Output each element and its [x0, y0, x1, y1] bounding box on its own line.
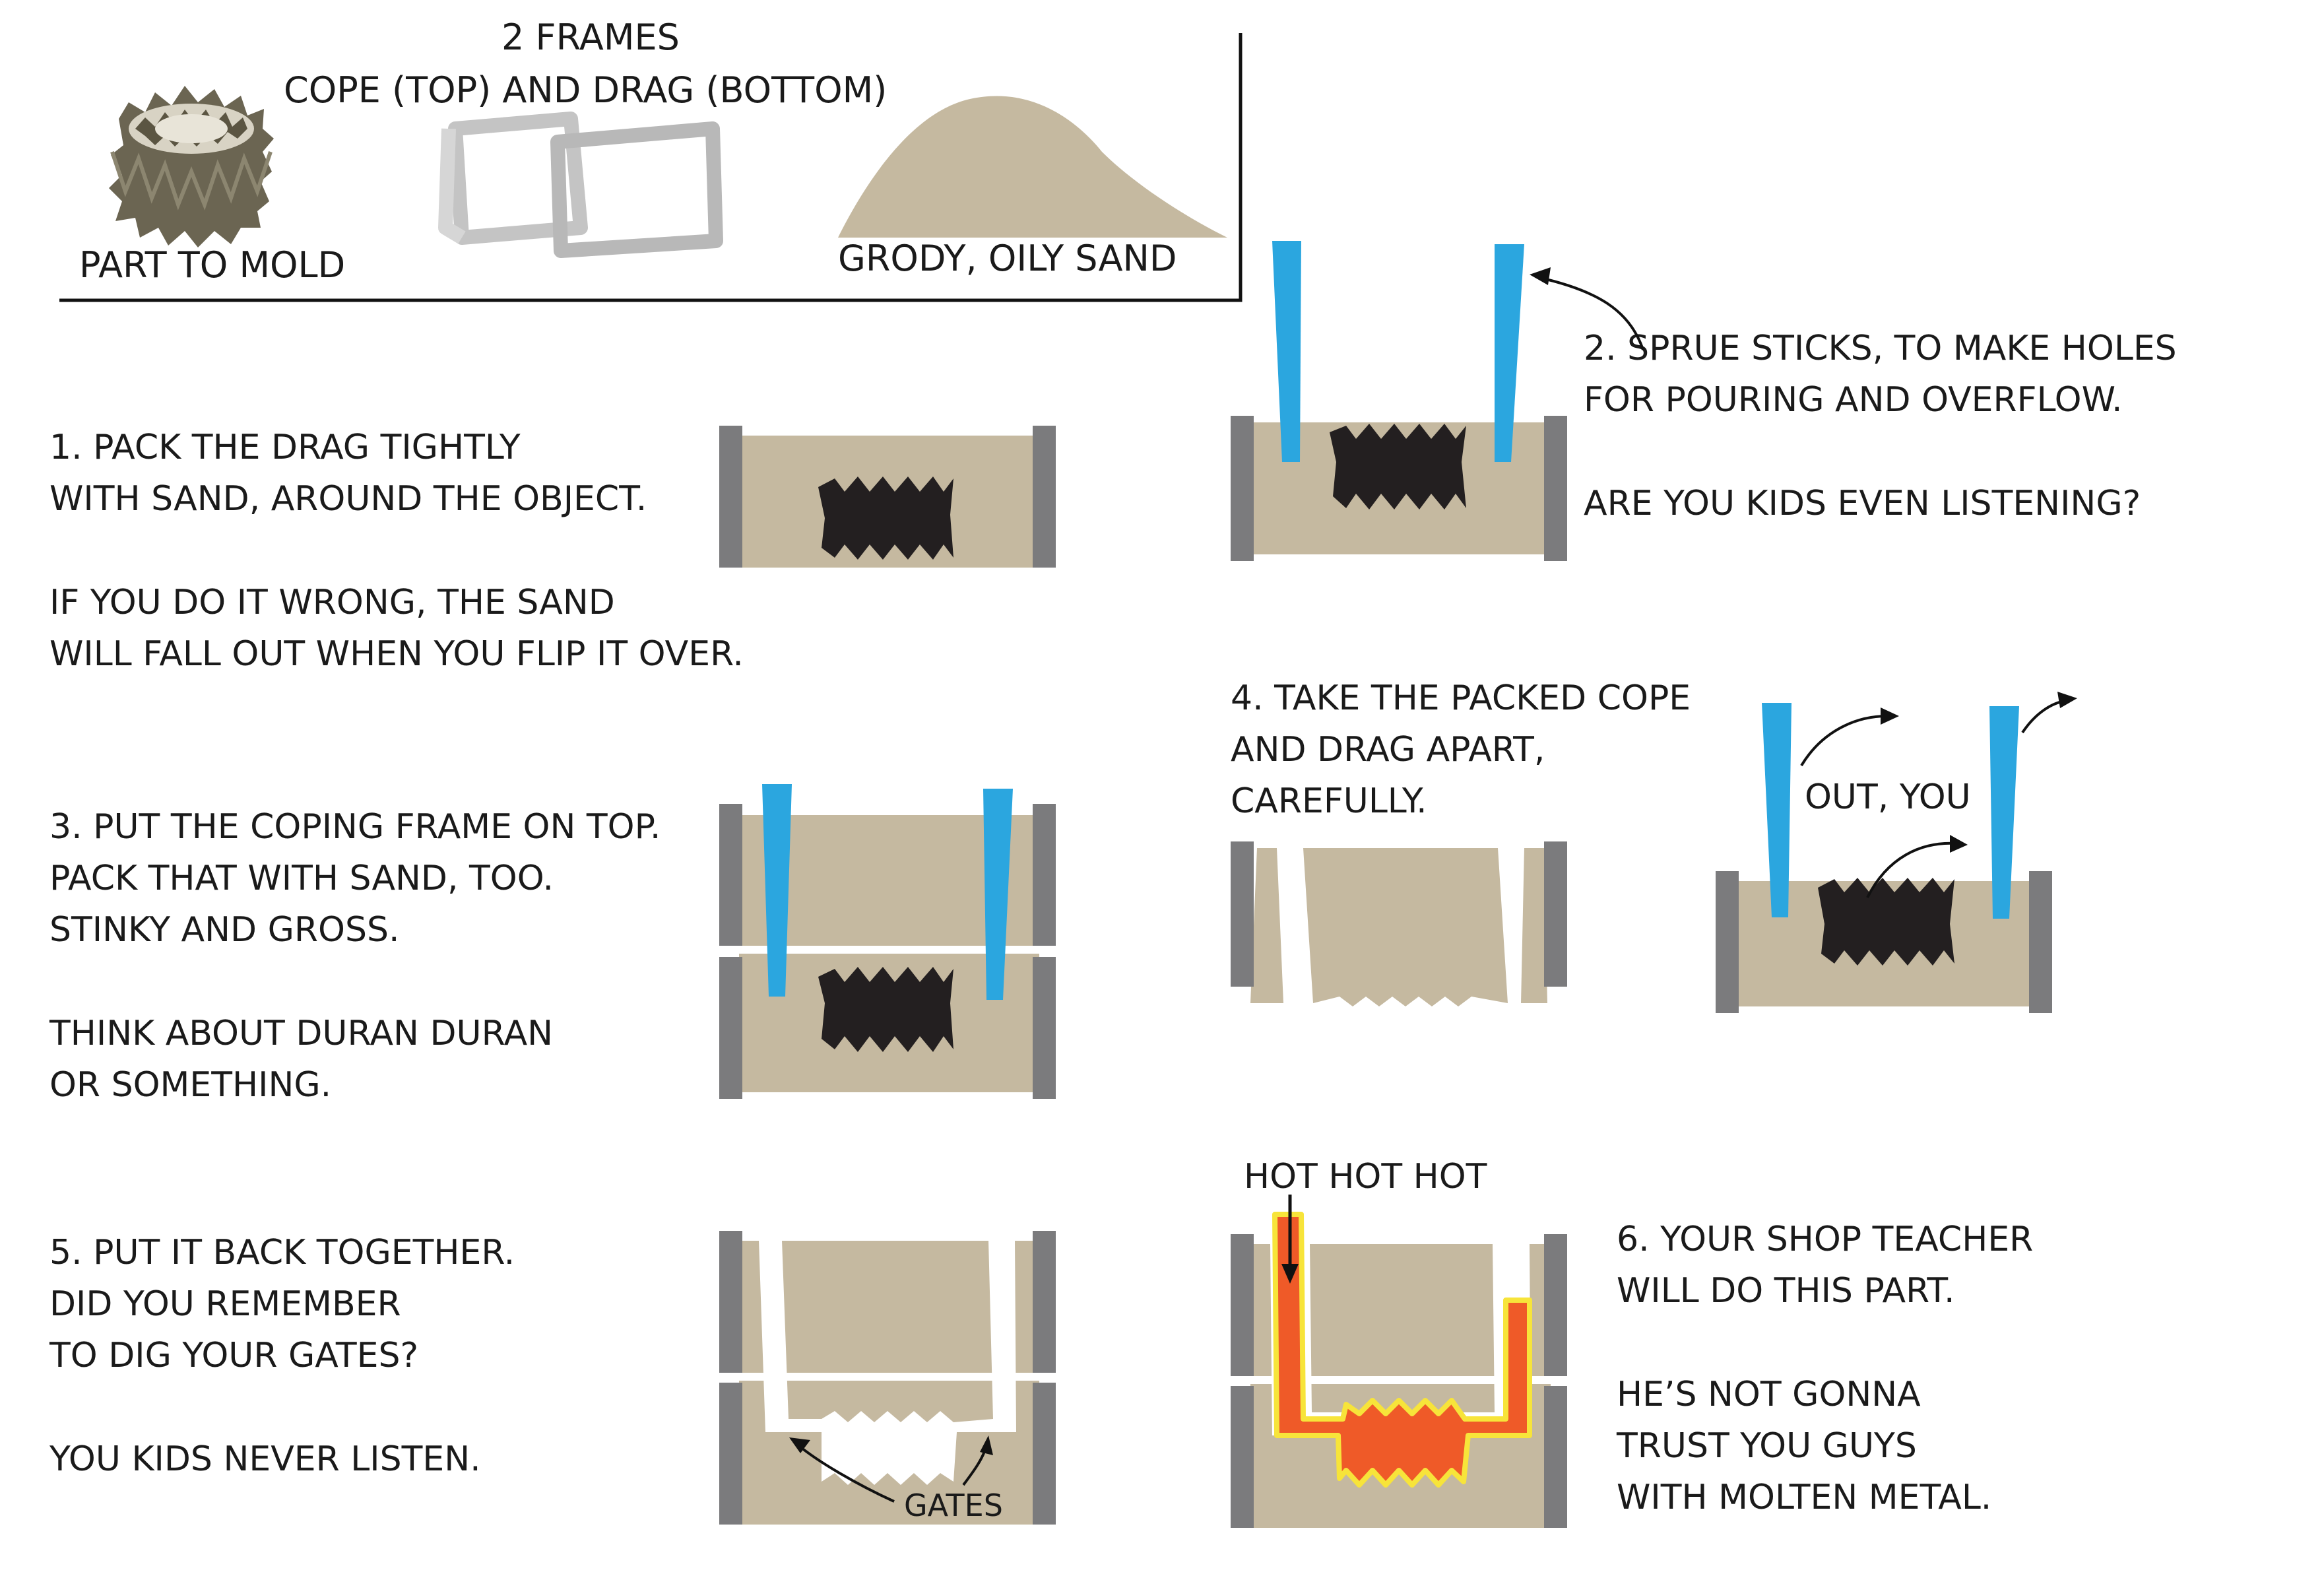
- mold-cavity: [759, 1241, 1016, 1485]
- reassembled-illustration: GATES: [719, 1231, 1056, 1525]
- frame-post: [1716, 871, 1739, 1013]
- frame-post: [1544, 841, 1567, 987]
- step6-line3: HE’S NOT GONNA: [1617, 1375, 1921, 1414]
- frame-post: [719, 1383, 742, 1525]
- frame-post: [1231, 416, 1254, 561]
- frame-post: [1033, 1231, 1056, 1373]
- header-border: [59, 33, 1243, 302]
- frames-icon: [438, 112, 723, 258]
- sprue-stick: [983, 789, 1013, 1000]
- step1-line2: WITH SAND, AROUND THE OBJECT.: [49, 479, 647, 519]
- frame-post: [1033, 957, 1056, 1099]
- step3-line2: PACK THAT WITH SAND, TOO.: [49, 859, 554, 898]
- step-2: 2. SPRUE STICKS, TO MAKE HOLES FOR POURI…: [1231, 241, 2177, 561]
- sand-pile-icon: [838, 96, 1227, 238]
- frame-post: [719, 804, 742, 946]
- drag-illustration: [719, 426, 1056, 568]
- step-5: 5. PUT IT BACK TOGETHER. DID YOU REMEMBE…: [49, 1231, 1056, 1525]
- part-silhouette: [1330, 424, 1466, 510]
- sprue-stick: [1272, 241, 1301, 462]
- step4-line3: CAREFULLY.: [1231, 781, 1427, 821]
- frame-post: [1231, 1386, 1254, 1528]
- part-silhouette: [818, 967, 953, 1052]
- hot-label: HOT HOT HOT: [1244, 1157, 1487, 1197]
- step2-line1: 2. SPRUE STICKS, TO MAKE HOLES: [1584, 329, 2177, 368]
- sprue-stick: [1762, 703, 1791, 917]
- step2-line2: FOR POURING AND OVERFLOW.: [1584, 380, 2123, 420]
- frame-post: [1544, 416, 1567, 561]
- step6-line2: WILL DO THIS PART.: [1617, 1271, 1955, 1311]
- step6-line1: 6. YOUR SHOP TEACHER: [1617, 1220, 2033, 1259]
- sprue-stick: [1495, 244, 1524, 462]
- step5-line4: YOU KIDS NEVER LISTEN.: [49, 1439, 481, 1479]
- frames-count-label: 2 FRAMES: [501, 16, 680, 58]
- frames-label: COPE (TOP) AND DRAG (BOTTOM): [284, 69, 887, 111]
- step3-line4: THINK ABOUT DURAN DURAN: [49, 1014, 553, 1053]
- sprue-illustration: [1231, 241, 1644, 561]
- cope-drag-illustration: [719, 784, 1056, 1099]
- grody-sand-label: GRODY, OILY SAND: [838, 238, 1177, 279]
- step-6: 6. YOUR SHOP TEACHER WILL DO THIS PART. …: [1231, 1157, 2033, 1528]
- molten-metal: [1272, 1212, 1532, 1488]
- step1-line4: WILL FALL OUT WHEN YOU FLIP IT OVER.: [49, 634, 744, 674]
- step-4: 4. TAKE THE PACKED COPE AND DRAG APART, …: [1231, 678, 2077, 1013]
- frame-post: [1033, 1383, 1056, 1525]
- cope-apart-illustration: [1231, 841, 1567, 1006]
- frame-post: [719, 426, 742, 568]
- step4-line1: 4. TAKE THE PACKED COPE: [1231, 678, 1691, 718]
- frame-post: [1231, 841, 1254, 987]
- step-1: 1. PACK THE DRAG TIGHTLY WITH SAND, AROU…: [49, 426, 1056, 674]
- pour-illustration: HOT HOT HOT: [1231, 1157, 1567, 1528]
- materials-header: PART TO MOLD 2 FRAMES COPE (TOP) AND DRA…: [59, 16, 1243, 302]
- step2-line3: ARE YOU KIDS EVEN LISTENING?: [1584, 484, 2141, 523]
- frame-post: [1544, 1386, 1567, 1528]
- frame-post: [1033, 426, 1056, 568]
- gates-label: GATES: [904, 1488, 1003, 1523]
- step5-line1: 5. PUT IT BACK TOGETHER.: [49, 1233, 515, 1272]
- frame-post: [719, 957, 742, 1099]
- step6-line5: WITH MOLTEN METAL.: [1617, 1478, 1991, 1517]
- part-silhouette: [1818, 878, 1954, 966]
- step3-line5: OR SOMETHING.: [49, 1065, 331, 1105]
- step4-line2: AND DRAG APART,: [1231, 730, 1545, 770]
- part-silhouette: [818, 477, 953, 560]
- step5-line3: TO DIG YOUR GATES?: [49, 1336, 418, 1375]
- drag-with-sticks-illustration: OUT, YOU: [1716, 692, 2077, 1013]
- frame-post: [719, 1231, 742, 1373]
- step3-line1: 3. PUT THE COPING FRAME ON TOP.: [49, 807, 661, 847]
- out-you-label: OUT, YOU: [1805, 777, 1971, 817]
- frame-post: [2029, 871, 2052, 1013]
- frame-post: [1544, 1234, 1567, 1376]
- frame-post: [1231, 1234, 1254, 1376]
- step1-line1: 1. PACK THE DRAG TIGHTLY: [49, 428, 521, 467]
- sprue-stick: [762, 784, 792, 997]
- gear-part-icon: [109, 86, 274, 247]
- step1-line3: IF YOU DO IT WRONG, THE SAND: [49, 583, 615, 622]
- step-3: 3. PUT THE COPING FRAME ON TOP. PACK THA…: [49, 784, 1056, 1105]
- part-to-mold-label: PART TO MOLD: [79, 244, 345, 286]
- step6-line4: TRUST YOU GUYS: [1616, 1426, 1917, 1466]
- step3-line3: STINKY AND GROSS.: [49, 910, 400, 950]
- frame-post: [1033, 804, 1056, 946]
- sprue-stick: [1989, 706, 2019, 919]
- step5-line2: DID YOU REMEMBER: [49, 1284, 401, 1324]
